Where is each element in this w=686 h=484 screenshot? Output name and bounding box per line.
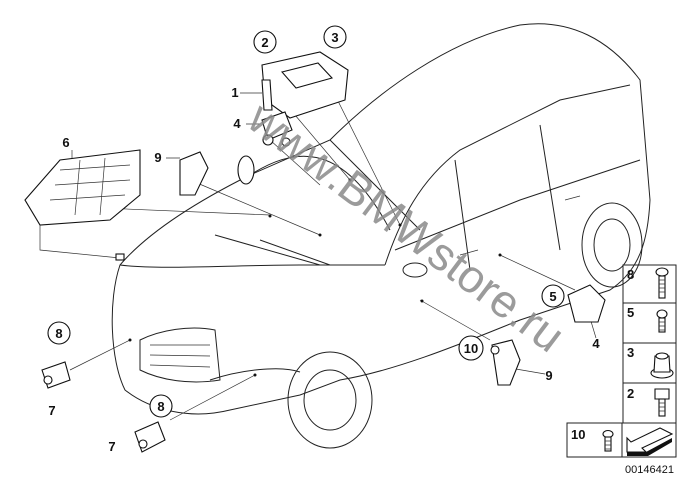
callout-8-bottom: 8 (157, 399, 164, 414)
sensor-part-9-left (179, 151, 209, 196)
leader-lines (29, 74, 597, 421)
callout-2: 2 (261, 35, 268, 50)
seat-mat-part (24, 149, 141, 261)
sensor-part-7-bottom (134, 421, 166, 453)
callout-6: 6 (62, 135, 69, 150)
arrow-icon (626, 427, 674, 456)
sensor-part-9-right (490, 339, 521, 386)
callout-9-right: 9 (545, 368, 552, 383)
legend-number-8: 8 (627, 267, 634, 282)
legend-number-2: 2 (627, 386, 634, 401)
sensor-part-7-left (41, 361, 71, 389)
hardware-legend: 8 5 3 2 10 (566, 264, 677, 476)
callout-10: 10 (464, 341, 478, 356)
callout-4-right: 4 (592, 336, 600, 351)
screw-long-icon (655, 267, 669, 299)
legend-number-5: 5 (627, 305, 634, 320)
callout-5: 5 (549, 289, 556, 304)
callout-7-left: 7 (48, 403, 55, 418)
sensor-part-4-right (567, 284, 606, 323)
legend-number-3: 3 (627, 345, 634, 360)
screw-small-icon (602, 429, 614, 452)
image-number: 00146421 (625, 464, 674, 476)
control-unit-part (261, 51, 349, 119)
flange-nut-icon (650, 352, 674, 379)
legend-number-10: 10 (571, 427, 585, 442)
callouts: 2 3 1 4 9 6 8 7 8 7 5 4 10 9 (47, 25, 600, 454)
callout-7-bottom: 7 (108, 439, 115, 454)
callout-3: 3 (331, 30, 338, 45)
sensor-part-4-top (261, 111, 293, 147)
callout-4-top: 4 (233, 116, 241, 131)
callout-1: 1 (231, 85, 238, 100)
callout-8-left: 8 (55, 326, 62, 341)
hex-bolt-icon (654, 388, 670, 417)
mirror-part (237, 155, 255, 185)
callout-9-left: 9 (154, 150, 161, 165)
screw-short-icon (656, 309, 668, 333)
